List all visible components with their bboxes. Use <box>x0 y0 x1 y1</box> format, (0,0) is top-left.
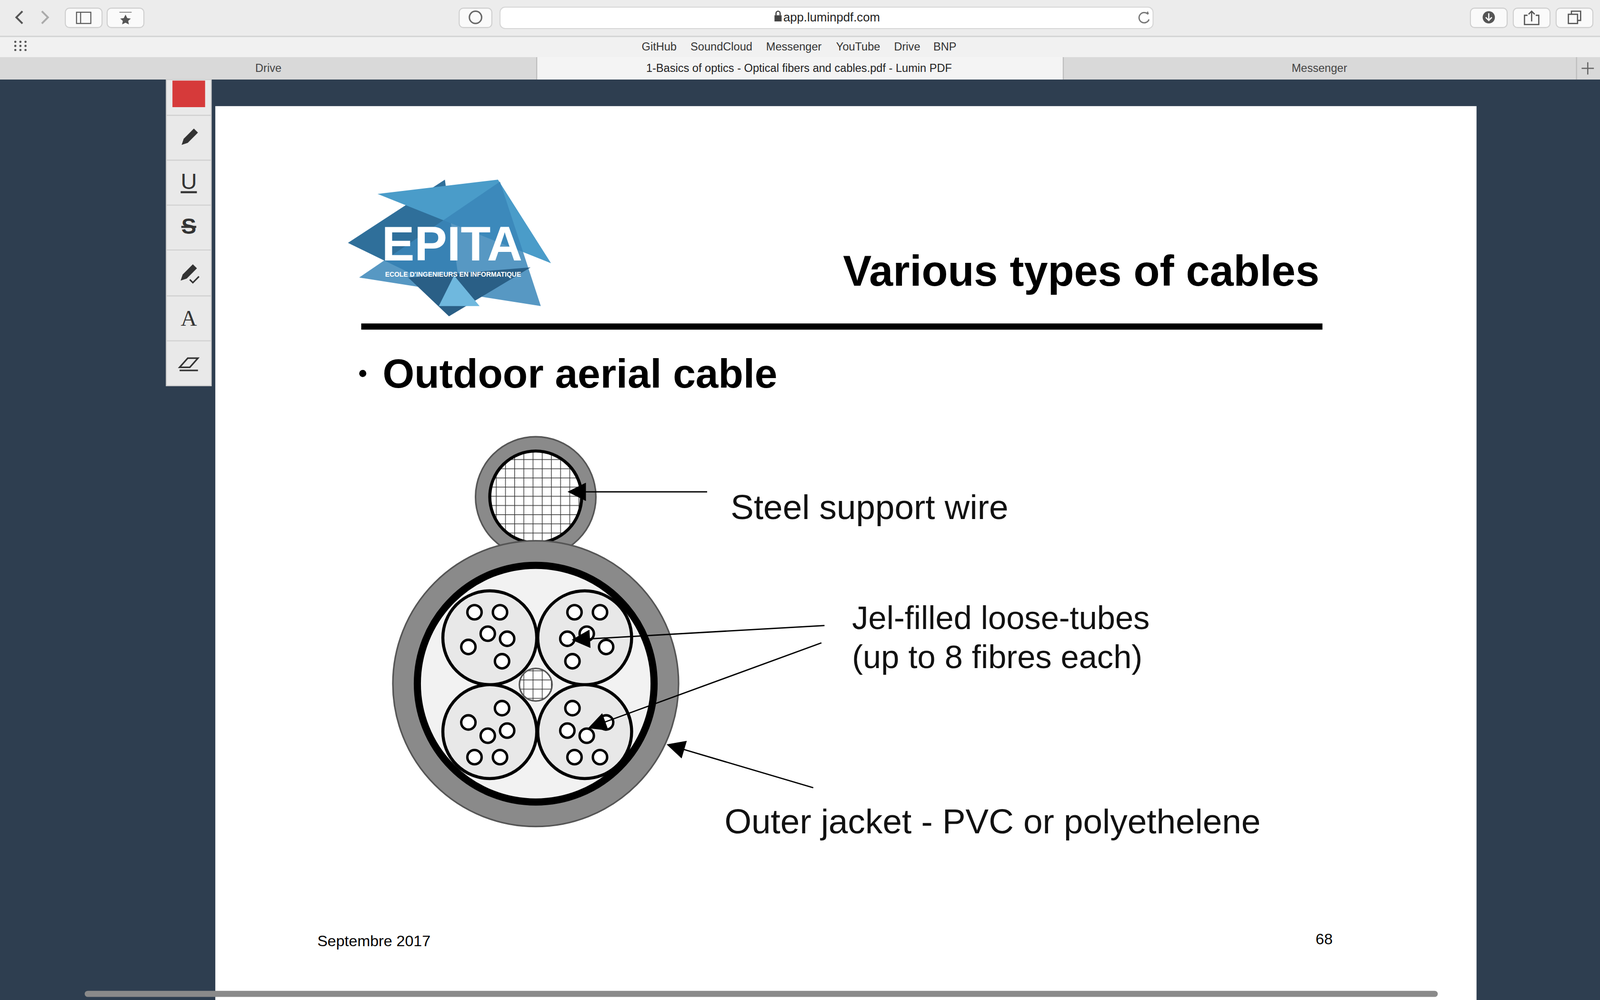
bullet-heading: Outdoor aerial cable <box>382 350 778 398</box>
bookmark: SoundCloud <box>690 40 753 54</box>
logo-text: EPITA <box>381 215 523 272</box>
callout-label: Jel-filled loose-tubes (up to 8 fibres e… <box>851 598 1204 678</box>
logo-subtitle: ECOLE D'INGENIEURS EN INFORMATIQUE <box>385 270 522 279</box>
callout-label: Steel support wire <box>730 487 1009 528</box>
bookmark: BNP <box>933 40 957 54</box>
tab-title: 1-Basics of optics - Optical fibers and … <box>646 61 952 75</box>
slide-title: Various types of cables <box>842 246 1320 296</box>
footer-date: Septembre 2017 <box>317 931 431 950</box>
bookmark: Drive <box>893 40 920 54</box>
callout-label: Outer jacket - PVC or polyethelene <box>724 801 1261 842</box>
bookmark: YouTube <box>836 40 881 54</box>
tab-title: Messenger <box>1291 61 1348 75</box>
url-text: app.luminpdf.com <box>783 11 880 26</box>
tool-icon: A <box>180 305 197 331</box>
tool-icon: S <box>181 213 197 240</box>
tab-title: Drive <box>255 61 282 75</box>
page-number: 68 <box>1315 930 1333 948</box>
bookmark: GitHub <box>641 40 677 54</box>
bookmark: Messenger <box>766 40 822 54</box>
tool-icon: U <box>180 168 197 195</box>
